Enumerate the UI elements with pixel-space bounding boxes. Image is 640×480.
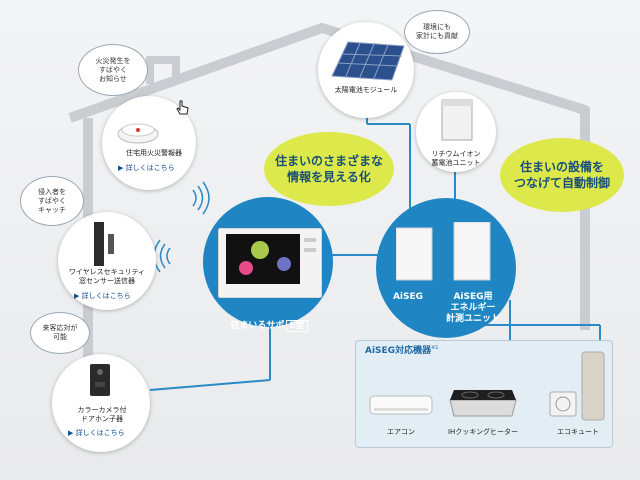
visualize-headline: 住まいのさまざまな情報を見える化 <box>264 132 394 206</box>
bubble-line: お知らせ <box>99 74 127 83</box>
link-text: 詳しくはこちら <box>75 429 125 437</box>
meter-label: AiSEG用エネルギー計測ユニット <box>440 292 506 325</box>
bubble-line: 来客応対が <box>42 324 78 332</box>
panel-title: AiSEG対応機器※1 <box>365 343 438 356</box>
link-text: 詳しくはこちら <box>81 292 131 300</box>
monitor-name: 住まいるサポ <box>230 321 285 331</box>
doorphone-label: カラーカメラ付ドアホン子器 <box>52 406 152 424</box>
solar-module-device[interactable] <box>318 22 414 118</box>
security-sensor-label: ワイヤレスセキュリティ窓センサー送信器 <box>56 268 158 286</box>
label-line: 窓センサー送信器 <box>79 277 135 285</box>
link-arrow-icon: ▶ <box>118 164 124 172</box>
battery-cabinet-icon <box>441 99 473 141</box>
touch-monitor-icon <box>218 228 322 298</box>
headline-line: 住まいの設備を <box>519 160 604 174</box>
link-arrow-icon: ▶ <box>68 429 74 437</box>
panel-item-eco-cute[interactable]: エコキュート <box>557 428 599 436</box>
label-line: ドアホン子器 <box>81 415 123 423</box>
label-line: エネルギー <box>450 303 496 313</box>
eco-cute-icon <box>549 351 605 421</box>
battery-label: リチウムイオン蓄電池ユニット <box>416 150 496 168</box>
smoke-detector-icon <box>117 123 159 144</box>
label-line: AiSEG用 <box>453 292 493 302</box>
window-sensor-icon <box>94 222 114 266</box>
fire-alarm-details-link[interactable]: ▶ 詳しくはこちら <box>118 164 175 173</box>
label-line: カラーカメラ付 <box>77 406 127 414</box>
monitor-type-badge: E型 <box>286 320 308 332</box>
solar-panel-icon <box>331 41 405 81</box>
panel-note: ※1 <box>431 345 439 351</box>
battery-unit-device[interactable] <box>416 92 496 172</box>
link-text: 詳しくはこちら <box>125 164 175 172</box>
security-details-link[interactable]: ▶ 詳しくはこちら <box>74 292 131 301</box>
panel-item-ih-cooker[interactable]: IHクッキングヒーター <box>447 428 519 436</box>
panel-item-aircon[interactable]: エアコン <box>387 428 415 436</box>
fire-alarm-label: 住宅用火災警報器 <box>126 149 182 157</box>
intruder-bubble: 侵入者をすばやくキャッチ <box>20 176 84 226</box>
bubble-line: 侵入者を <box>38 187 66 196</box>
aiseg-label: AiSEG <box>392 292 424 302</box>
headline-line: つなげて自動制御 <box>513 176 610 190</box>
label-line: リチウムイオン <box>431 150 481 158</box>
panel-title-text: AiSEG対応機器 <box>365 346 432 356</box>
control-headline: 住まいの設備をつなげて自動制御 <box>500 138 624 212</box>
headline-line: 情報を見える化 <box>287 170 371 184</box>
bubble-line: キャッチ <box>38 205 66 214</box>
security-sensor-device[interactable] <box>58 212 156 310</box>
hand-cursor-icon <box>176 100 189 115</box>
solar-label: 太陽電池モジュール <box>334 86 398 94</box>
bubble-line: 環境にも <box>423 23 451 31</box>
doorphone-icon <box>90 364 110 396</box>
bubble-line: すばやく <box>38 196 66 205</box>
headline-line: 住まいのさまざまな <box>274 154 383 168</box>
bubble-line: すばやく <box>99 65 127 74</box>
eco-bubble: 環境にも家計にも貢献 <box>404 10 470 54</box>
doorphone-device[interactable] <box>52 354 150 452</box>
air-conditioner-icon <box>369 395 433 415</box>
link-arrow-icon: ▶ <box>74 292 80 300</box>
bubble-line: 可能 <box>53 333 67 341</box>
label-line: 計測ユニット <box>445 314 500 324</box>
bubble-line: 家計にも貢献 <box>416 32 458 40</box>
visitor-bubble: 来客応対が可能 <box>30 312 90 354</box>
aiseg-units-icon <box>396 222 491 281</box>
label-line: 蓄電池ユニット <box>431 159 481 167</box>
label-line: ワイヤレスセキュリティ <box>68 268 146 276</box>
doorphone-details-link[interactable]: ▶ 詳しくはこちら <box>68 429 125 438</box>
fire-alert-bubble: 火災発生をすばやくお知らせ <box>78 44 148 96</box>
bubble-line: 火災発生を <box>95 56 131 65</box>
ih-cooktop-icon <box>449 390 517 417</box>
